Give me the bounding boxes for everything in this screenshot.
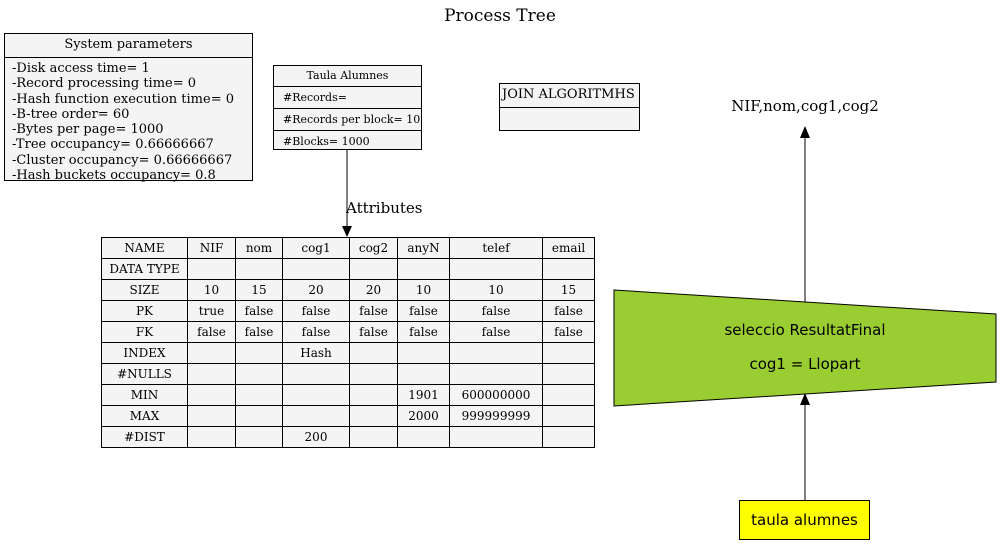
source-to-selection-arrowhead	[800, 393, 810, 405]
system-parameter-line: -Cluster occupancy= 0.66666667	[12, 152, 233, 168]
attribute-cell	[187, 342, 236, 364]
attribute-cell: 600000000	[449, 384, 543, 406]
attribute-cell: Hash	[282, 342, 350, 364]
attribute-cell: false	[282, 300, 350, 322]
attribute-cell	[282, 363, 350, 385]
join-algorithms-box[interactable]: JOIN ALGORITMHS	[499, 83, 640, 131]
attribute-cell: 10	[449, 279, 543, 301]
attribute-header-cell: anyN	[397, 237, 450, 259]
attribute-cell: false	[397, 300, 450, 322]
attribute-cell	[349, 258, 398, 280]
attribute-cell: false	[235, 321, 283, 343]
attribute-header-cell: email	[542, 237, 595, 259]
attribute-cell	[542, 405, 595, 427]
attributes-row: #NULLS	[101, 363, 595, 385]
attribute-cell: false	[187, 321, 236, 343]
attribute-row-label: SIZE	[101, 279, 188, 301]
source-table-node[interactable]: taula alumnes	[739, 500, 870, 540]
system-parameter-line: -Tree occupancy= 0.66666667	[12, 137, 214, 153]
selection-to-output-arrowhead	[800, 126, 810, 138]
attribute-row-label: DATA TYPE	[101, 258, 188, 280]
attribute-cell	[349, 384, 398, 406]
attribute-cell	[449, 426, 543, 448]
system-parameter-line: -Record processing time= 0	[12, 76, 197, 92]
attribute-row-label: #DIST	[101, 426, 188, 448]
attribute-row-label: FK	[101, 321, 188, 343]
table-info-header: Taula Alumnes	[274, 66, 421, 87]
system-parameter-line: -Hash buckets occupancy= 0.8	[12, 168, 216, 184]
attribute-row-label: INDEX	[101, 342, 188, 364]
attribute-cell	[542, 426, 595, 448]
table-info-blocks: #Blocks= 1000	[283, 135, 370, 148]
attribute-header-cell: cog1	[282, 237, 350, 259]
attribute-cell: 1901	[397, 384, 450, 406]
attribute-cell	[449, 258, 543, 280]
attribute-cell	[282, 258, 350, 280]
join-algorithms-header: JOIN ALGORITMHS	[500, 84, 639, 108]
attribute-cell	[449, 342, 543, 364]
attribute-cell: 200	[282, 426, 350, 448]
attribute-header-cell: telef	[449, 237, 543, 259]
system-parameter-line: -Hash function execution time= 0	[12, 91, 234, 107]
system-parameters-box: System parameters -Disk access time= 1 -…	[4, 33, 253, 184]
attribute-cell	[397, 426, 450, 448]
table-to-attributes-arrowhead	[342, 226, 352, 237]
selection-node-condition[interactable]: cog1 = Llopart	[749, 355, 861, 373]
output-projection-label: NIF,nom,cog1,cog2	[731, 97, 879, 115]
table-info-records-per-block: #Records per block= 10	[274, 109, 421, 131]
attribute-cell: false	[349, 300, 398, 322]
attribute-cell	[235, 258, 283, 280]
system-parameter-line: -B-tree order= 60	[12, 106, 130, 122]
table-info-box[interactable]: Taula Alumnes #Records= #Records per blo…	[273, 65, 422, 150]
table-info-records: #Records=	[274, 87, 421, 109]
attribute-cell: 20	[349, 279, 398, 301]
attribute-cell: false	[397, 321, 450, 343]
system-parameters-header: System parameters	[5, 34, 252, 58]
attribute-cell	[235, 405, 283, 427]
page-title: Process Tree	[444, 6, 556, 26]
attribute-header-cell: NIF	[187, 237, 236, 259]
attributes-row: INDEX Hash	[101, 342, 595, 364]
system-parameter-line: -Bytes per page= 1000	[12, 122, 164, 138]
attribute-cell	[349, 405, 398, 427]
attribute-cell: false	[542, 321, 595, 343]
attribute-row-label: #NULLS	[101, 363, 188, 385]
attribute-cell	[187, 384, 236, 406]
system-parameter-line: -Disk access time= 1	[12, 61, 150, 76]
selection-node-shape	[613, 289, 997, 407]
selection-node-title[interactable]: seleccio ResultatFinal	[724, 321, 886, 339]
attribute-header-cell: nom	[235, 237, 283, 259]
attributes-row: #DIST 200	[101, 426, 595, 448]
attribute-row-label: MAX	[101, 405, 188, 427]
attribute-cell	[542, 342, 595, 364]
attribute-cell	[542, 258, 595, 280]
attribute-header-cell: NAME	[101, 237, 188, 259]
attribute-cell	[349, 426, 398, 448]
attribute-header-cell: cog2	[349, 237, 398, 259]
attributes-label: Attributes	[346, 199, 423, 217]
attribute-cell: 10	[187, 279, 236, 301]
attribute-row-label: PK	[101, 300, 188, 322]
attribute-cell: false	[449, 300, 543, 322]
